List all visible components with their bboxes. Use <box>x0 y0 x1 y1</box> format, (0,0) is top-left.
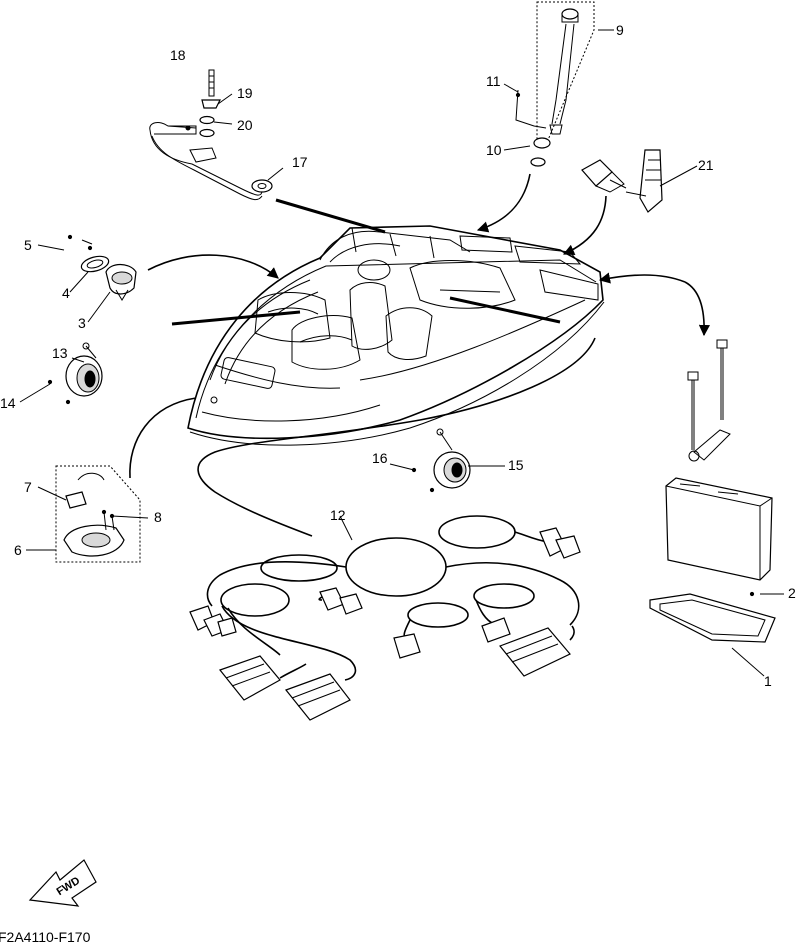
part-9-10-11-group <box>515 1 595 167</box>
part-17-20-ground-cable <box>149 69 273 201</box>
drawing-code: F2A4110-F170 <box>0 929 91 943</box>
callout-15: 15 <box>508 457 524 473</box>
battery-group <box>649 339 776 643</box>
callout-7: 7 <box>24 479 32 495</box>
callout-16: 16 <box>372 450 388 466</box>
part-13-14-speaker-left <box>47 342 103 405</box>
callout-4: 4 <box>62 285 70 301</box>
boat-hull <box>187 225 605 446</box>
part-12-wire-harness <box>189 515 581 721</box>
callout-11: 11 <box>486 73 501 89</box>
harness-route <box>197 337 596 537</box>
part-3-5-switch <box>67 234 137 301</box>
callout-9: 9 <box>616 22 624 38</box>
part-15-16-speaker-right <box>411 428 471 493</box>
callout-2: 2 <box>788 585 796 601</box>
callout-17: 17 <box>292 154 308 170</box>
callout-13: 13 <box>52 345 68 361</box>
callout-19: 19 <box>237 85 253 101</box>
assembly-arrows <box>129 173 710 479</box>
callout-12: 12 <box>330 507 346 523</box>
callout-1: 1 <box>764 673 772 689</box>
callout-8: 8 <box>154 509 162 525</box>
leader-lines <box>19 29 784 677</box>
callout-18: 18 <box>170 47 186 63</box>
callout-10: 10 <box>486 142 502 158</box>
callout-20: 20 <box>237 117 253 133</box>
callout-14: 14 <box>0 395 16 411</box>
callout-numbers: 1 2 3 4 5 6 7 8 9 10 11 12 13 14 15 16 1… <box>0 22 796 689</box>
part-6-8-switch-box <box>55 465 141 563</box>
part-21-connector <box>581 149 663 213</box>
callout-21: 21 <box>698 157 714 173</box>
fwd-arrow-icon <box>28 859 97 907</box>
callout-3: 3 <box>78 315 86 331</box>
callout-6: 6 <box>14 542 22 558</box>
fwd-direction-indicator: FWD <box>28 859 97 907</box>
callout-5: 5 <box>24 237 32 253</box>
